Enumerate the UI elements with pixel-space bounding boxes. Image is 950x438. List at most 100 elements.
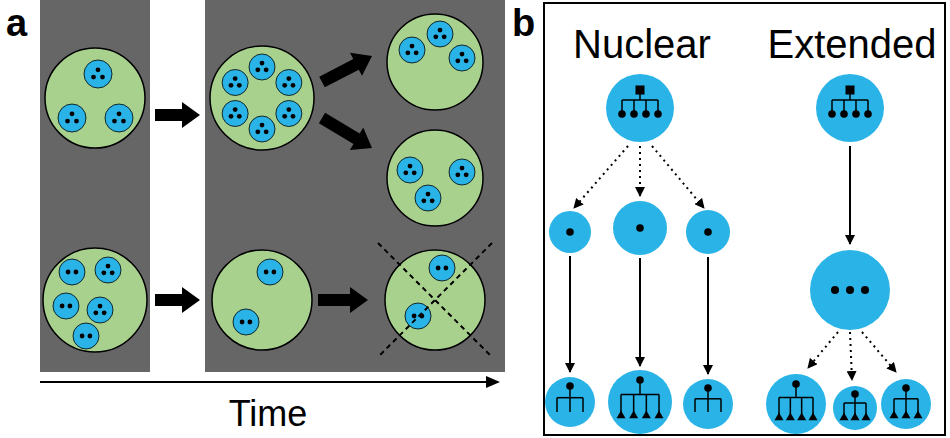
dot: [704, 228, 712, 236]
tree-line: [849, 90, 851, 100]
tree-line: [621, 100, 623, 112]
dot: [408, 164, 413, 169]
blue-circle: [276, 70, 302, 96]
tree-line: [812, 398, 814, 415]
dot: [121, 119, 126, 124]
time-axis: [40, 381, 490, 383]
dot: [65, 119, 70, 124]
tree-line: [658, 394, 660, 412]
dot: [405, 50, 410, 55]
dot: [229, 114, 234, 119]
tree-line: [633, 100, 635, 112]
dot: [464, 58, 469, 63]
blue-circle: [766, 374, 826, 434]
dot: [260, 61, 265, 66]
blue-circle: [58, 104, 86, 132]
solid-arrow: [569, 256, 571, 372]
dot: [460, 52, 465, 57]
panel-heading: Nuclear: [573, 24, 711, 64]
tree-line: [779, 397, 813, 399]
dot: [237, 114, 242, 119]
dot: [455, 58, 460, 63]
dot: [282, 114, 287, 119]
tree-line: [639, 380, 641, 394]
dot: [828, 110, 836, 118]
dot: [852, 110, 860, 118]
blue-circle: [881, 379, 931, 429]
tree-line: [569, 386, 571, 398]
blue-circle: [222, 70, 248, 96]
green-cell: [45, 48, 145, 148]
blue-circle: [613, 201, 667, 255]
tree-line: [854, 394, 856, 403]
blue-circle: [549, 211, 591, 253]
green-cell: [210, 46, 314, 150]
dot: [229, 83, 234, 88]
triangle: [655, 411, 664, 419]
dot: [93, 310, 98, 315]
solid-arrow: [849, 146, 851, 244]
dot: [260, 123, 265, 128]
dot: [430, 198, 435, 203]
tree-line: [905, 399, 907, 412]
tree-line: [582, 398, 584, 412]
blue-circle: [545, 377, 595, 427]
tree-line: [621, 394, 659, 396]
tree-line: [795, 384, 797, 398]
dot: [414, 50, 419, 55]
dot: [110, 270, 115, 275]
tree-line: [843, 100, 845, 112]
blue-circle: [449, 159, 475, 185]
tree-line: [832, 99, 868, 101]
block-arrow: [316, 44, 378, 93]
triangle: [851, 413, 860, 421]
triangle: [797, 413, 806, 421]
blue-circle: [810, 250, 890, 330]
tree-line: [854, 403, 856, 414]
dot: [264, 129, 269, 134]
tree-line: [867, 100, 869, 112]
dot: [70, 111, 75, 116]
blue-circle: [606, 74, 674, 142]
tree-line: [865, 403, 867, 414]
blue-circle: [73, 323, 99, 349]
green-cell: [43, 248, 147, 352]
triangle: [862, 413, 871, 421]
dot: [233, 107, 238, 112]
tree-line: [639, 90, 641, 100]
blue-circle: [399, 37, 425, 63]
dot: [96, 67, 101, 72]
tree-line: [645, 100, 647, 112]
dot: [101, 270, 106, 275]
blue-circle: [105, 104, 133, 132]
tree-line: [855, 100, 857, 112]
dot: [412, 170, 417, 175]
dot: [255, 129, 260, 134]
dot: [464, 172, 469, 177]
dot: [264, 67, 269, 72]
dot: [846, 286, 854, 294]
tree-line: [620, 394, 622, 412]
green-cell: [212, 250, 312, 350]
blue-circle: [833, 386, 877, 430]
dot: [410, 44, 415, 49]
dot: [630, 110, 638, 118]
triangle: [786, 413, 795, 421]
block-arrow: [318, 287, 368, 313]
dot: [74, 119, 79, 124]
dot: [282, 83, 287, 88]
triangle: [809, 413, 818, 421]
panel-label: b: [512, 4, 535, 42]
dot: [566, 228, 574, 236]
blue-circle: [53, 293, 79, 319]
arrowhead: [486, 376, 500, 388]
triangle: [775, 413, 784, 421]
solid-arrow: [639, 258, 641, 366]
dot: [436, 266, 441, 271]
dot: [291, 114, 296, 119]
dot: [272, 270, 277, 275]
tree-line: [622, 99, 658, 101]
tree-line: [657, 100, 659, 112]
dot: [255, 67, 260, 72]
tree-line: [694, 399, 696, 412]
